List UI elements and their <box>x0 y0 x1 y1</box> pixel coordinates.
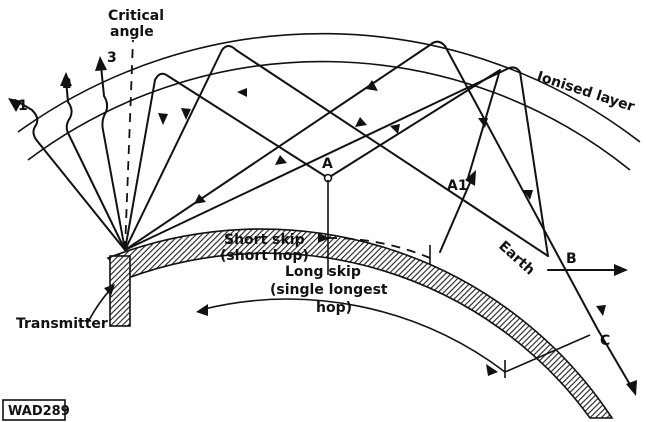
long-skip-arrowhead-left <box>196 304 208 316</box>
direction-arrow-2 <box>275 155 287 165</box>
ray-3-label: 3 <box>107 50 117 66</box>
ray-2-path <box>66 80 125 250</box>
ray-to-b <box>125 46 548 256</box>
figure-id-label: WAD289 <box>8 404 70 419</box>
long-skip-label-line1: Long skip <box>285 264 361 280</box>
direction-arrow-10 <box>158 113 168 125</box>
direction-arrow-9 <box>596 305 606 316</box>
long-skip-dimension <box>200 299 505 372</box>
point-a-label: A <box>322 156 333 172</box>
critical-angle-label-line2: angle <box>110 24 154 40</box>
point-a1-label: A1 <box>447 178 468 194</box>
ray-a-to-a1 <box>328 70 500 178</box>
long-skip-label-line2: (single longest <box>270 282 388 298</box>
point-c-label: C <box>600 333 610 349</box>
ray-b-arrowhead <box>614 264 628 276</box>
point-b-label: B <box>566 251 577 267</box>
transmitter-label: Transmitter <box>16 316 108 332</box>
ray-3-arrowhead <box>95 56 107 71</box>
low-angle-ray <box>125 67 548 256</box>
ionised-layer-label: Ionised layer <box>535 69 637 116</box>
transmitter-mast <box>110 256 130 326</box>
long-skip-label-line3: hop) <box>316 300 352 316</box>
direction-arrow-3 <box>355 117 367 127</box>
short-skip-label-line2: (short hop) <box>220 248 309 264</box>
ray-1-label: 1 <box>18 98 28 114</box>
critical-angle-label-line1: Critical <box>108 8 164 24</box>
direction-arrow-6 <box>390 124 400 134</box>
short-skip-label-line1: Short skip <box>224 232 305 248</box>
ray-2-label: 2 <box>62 76 72 92</box>
short-hop-ray <box>125 74 328 250</box>
earth-crust-band <box>108 229 612 418</box>
direction-arrow-1 <box>194 194 206 204</box>
direction-arrow-4 <box>237 88 247 97</box>
ray-3-path <box>101 66 125 250</box>
